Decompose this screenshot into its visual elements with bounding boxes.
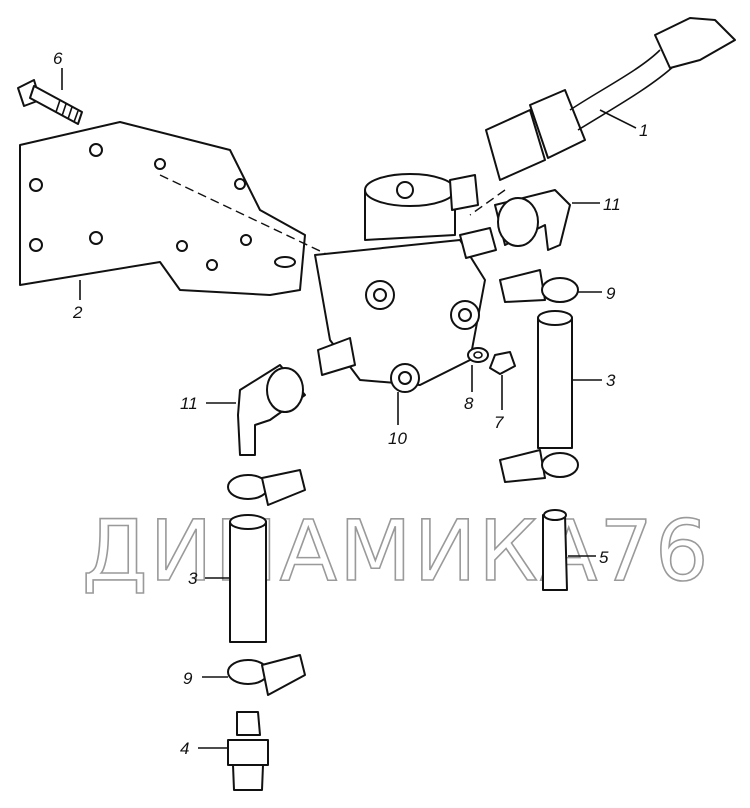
callout-11-top: 11 [603, 195, 621, 214]
part-9-clamp [227, 269, 579, 696]
part-10-valve [314, 173, 516, 393]
callout-8: 8 [464, 394, 474, 413]
callout-7: 7 [494, 413, 504, 432]
callout-11-left: 11 [180, 394, 198, 413]
callout-3-right: 3 [606, 371, 616, 390]
watermark: ДИНАМИКА76 [82, 502, 710, 600]
callout-3-left: 3 [188, 569, 198, 588]
callout-2: 2 [72, 303, 83, 322]
callout-10: 10 [388, 429, 407, 448]
part-2-bracket [19, 121, 361, 296]
callout-6: 6 [53, 49, 63, 68]
leader-lines [61, 68, 637, 749]
callout-9-top: 9 [606, 284, 616, 303]
part-6-bolt [17, 79, 83, 125]
part-3-hose [229, 310, 573, 643]
part-4-fitting [227, 711, 269, 791]
part-1-harness [469, 17, 736, 216]
callout-5: 5 [599, 548, 609, 567]
callout-9-bottom: 9 [183, 669, 193, 688]
callout-1: 1 [639, 121, 648, 140]
part-5-fitting [542, 509, 568, 591]
part-11-elbow [237, 189, 571, 456]
callout-4: 4 [180, 739, 189, 758]
